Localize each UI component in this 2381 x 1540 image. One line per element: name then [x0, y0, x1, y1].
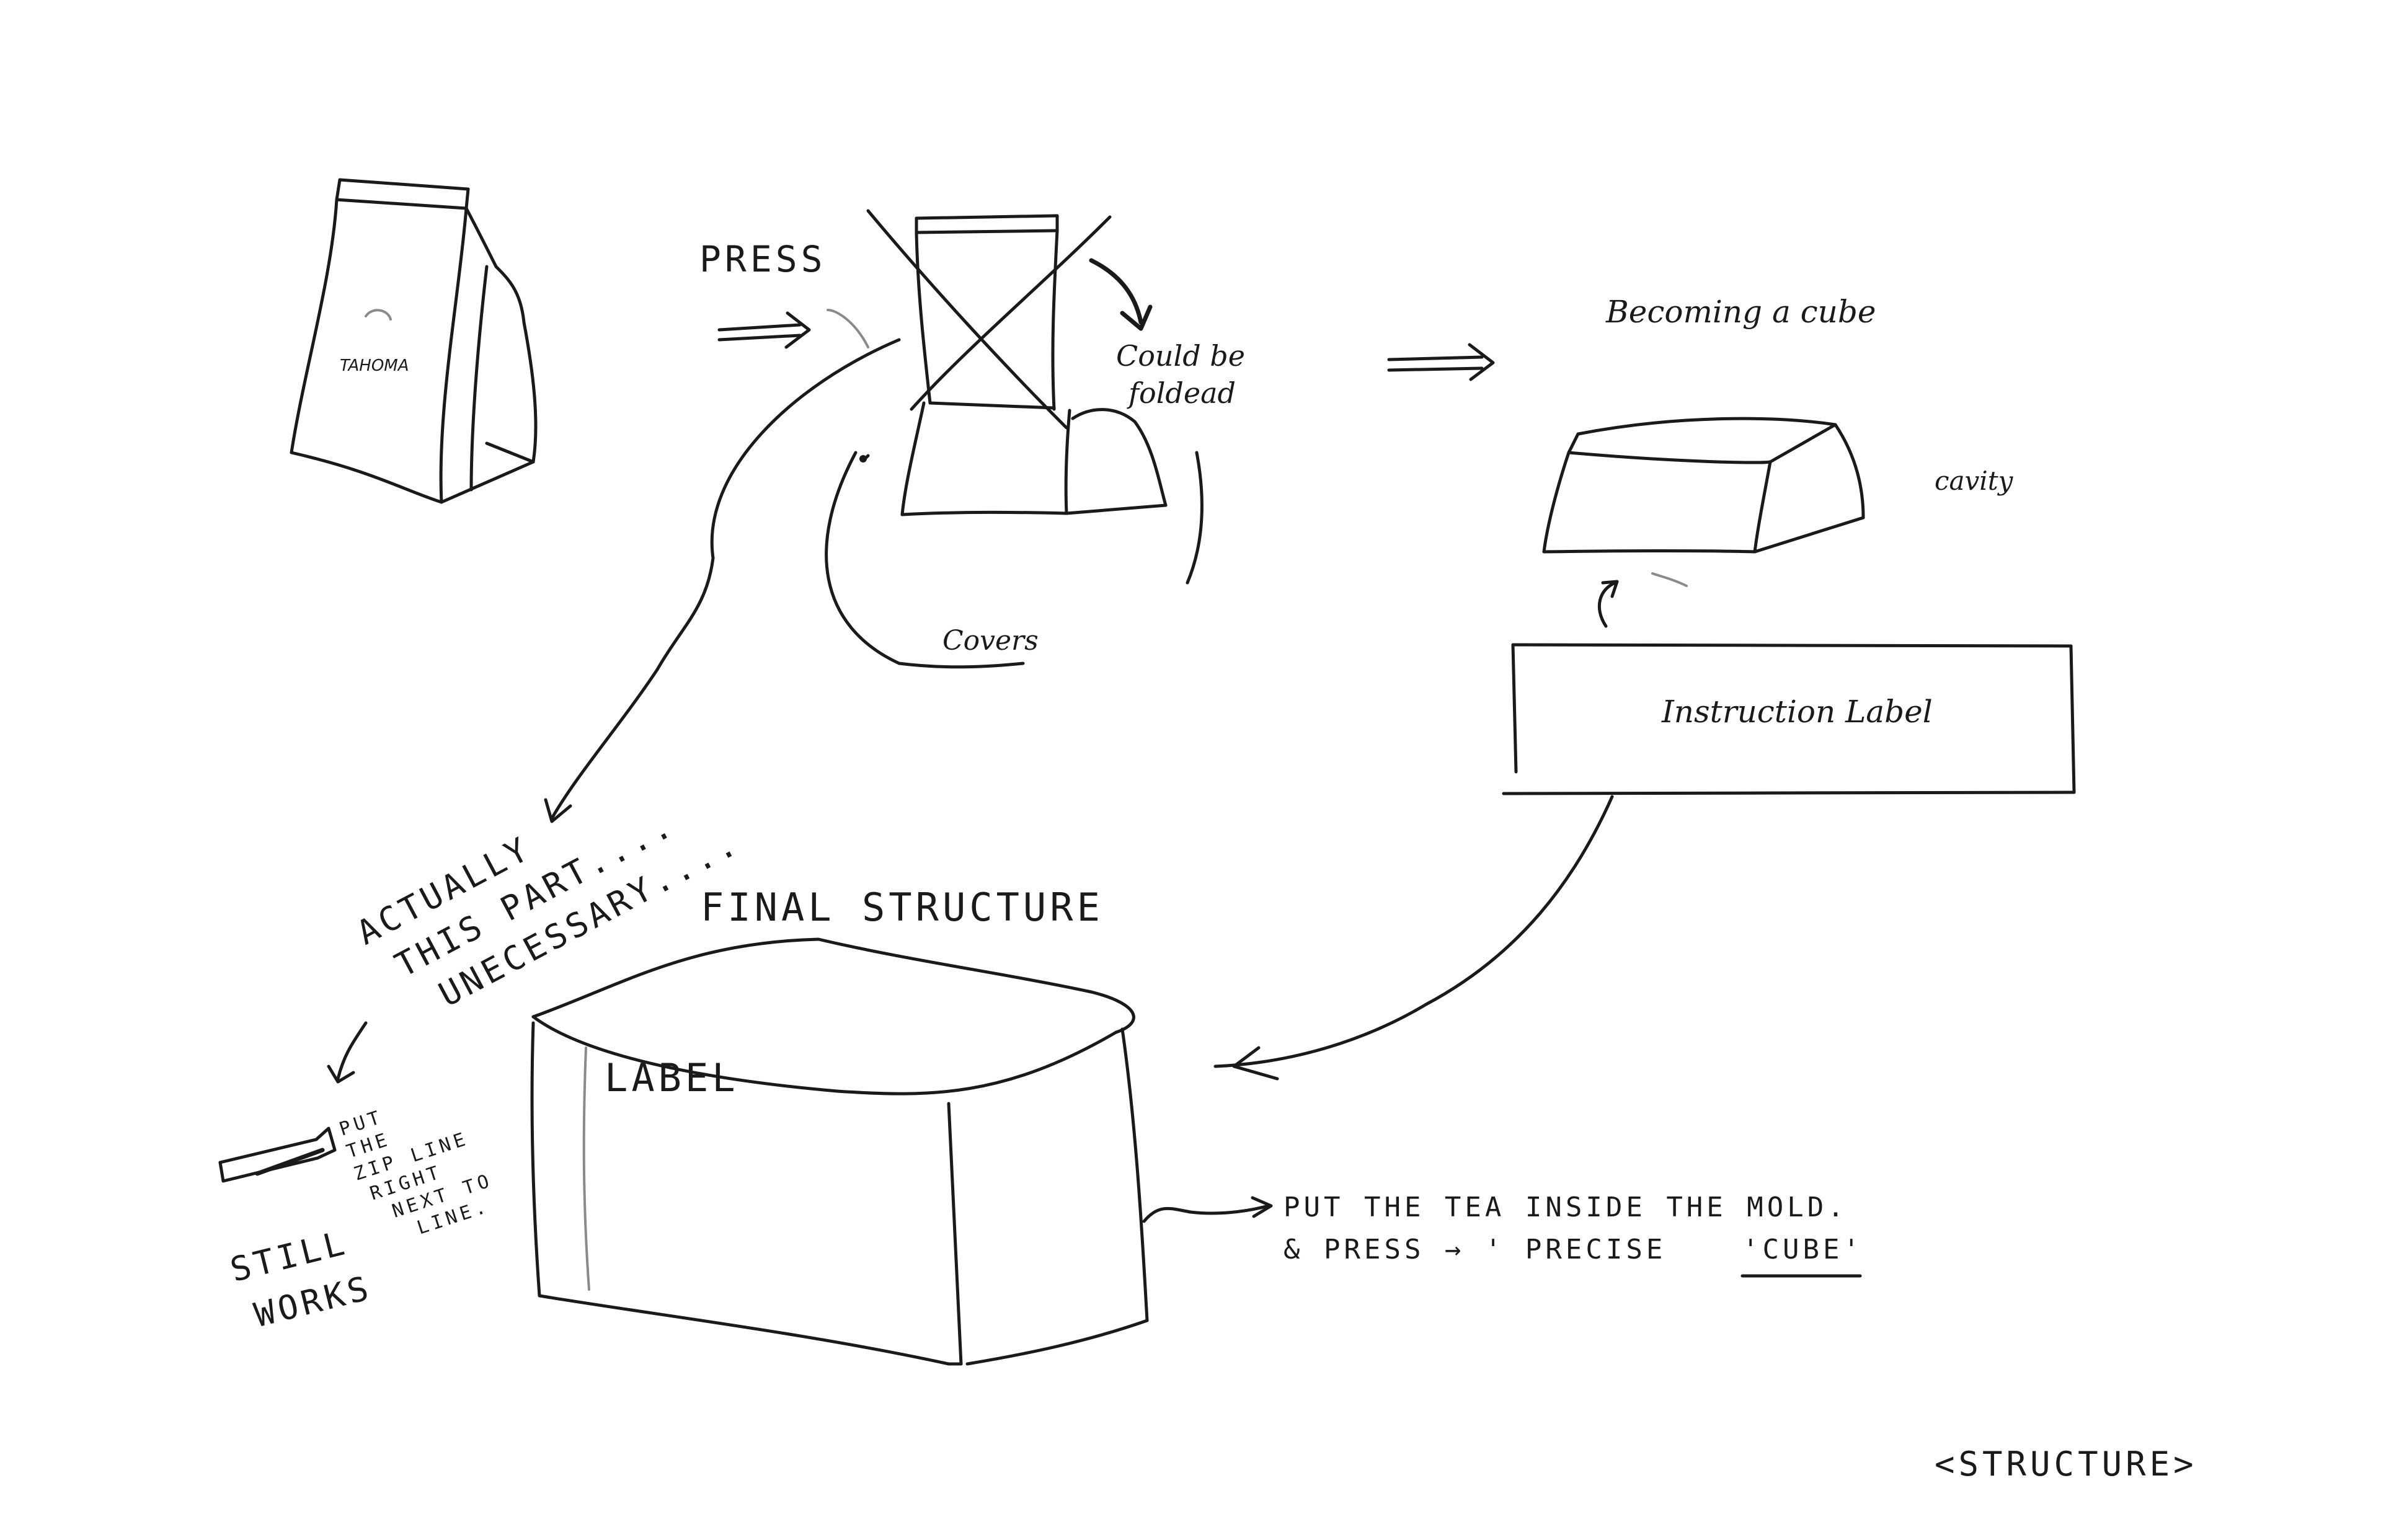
press-arrow	[719, 313, 809, 347]
tea-bag-drawing	[291, 180, 536, 502]
cavity-text: cavity	[1935, 466, 2014, 496]
label-text: LABEL	[605, 1055, 739, 1100]
becoming-cube-text: Becoming a cube	[1605, 294, 1876, 330]
final-structure-title: FINAL STRUCTURE	[701, 885, 1104, 930]
could-be-text: Could be	[1116, 339, 1245, 373]
press-precise-text: & PRESS → ' PRECISE	[1284, 1234, 1666, 1265]
bag-brand-text: TAHOMA	[340, 356, 409, 375]
becoming-arrow	[1389, 345, 1493, 379]
connector-curve-left	[546, 340, 899, 821]
crossed-bag-drawing	[827, 211, 1202, 667]
zip-note: PUT THE ZIP LINE RIGHT NEXT TO LINE.	[337, 1080, 503, 1252]
actually-note: ACTUALLY THIS PART.... UNECESSARY....	[350, 741, 746, 1035]
structure-tag-text: <STRUCTURE>	[1935, 1445, 2197, 1484]
zip-sketch	[220, 1023, 366, 1181]
put-tea-arrow	[1144, 1198, 1271, 1221]
still-works-note: STILL WORKS	[226, 1220, 376, 1338]
covers-text: Covers	[942, 625, 1039, 657]
folded-text: foldead	[1127, 376, 1236, 410]
final-cube-drawing	[532, 939, 1147, 1364]
cube-drawing	[1544, 418, 1863, 626]
cube-word-text: 'CUBE'	[1742, 1234, 1863, 1265]
put-tea-text: PUT THE TEA INSIDE THE MOLD.	[1284, 1192, 1848, 1223]
connector-curve-right	[1215, 797, 1612, 1079]
press-text: PRESS	[699, 238, 827, 280]
instruction-label-text: Instruction Label	[1661, 694, 1933, 730]
